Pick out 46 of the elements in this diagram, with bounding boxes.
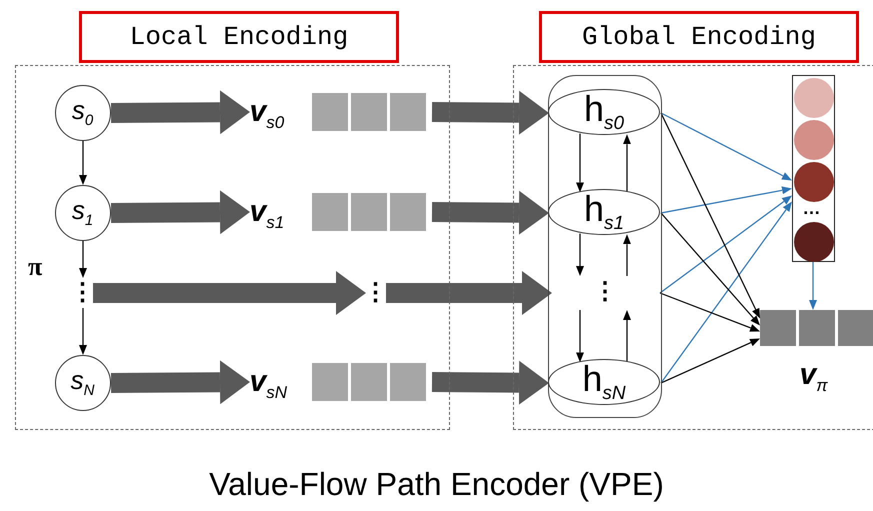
arrow bbox=[660, 112, 792, 180]
arrow bbox=[660, 195, 792, 294]
state-node: s$_{0}$ bbox=[54, 84, 110, 140]
arrow bbox=[660, 212, 760, 326]
arrow bbox=[623, 234, 631, 276]
block-arrow bbox=[93, 271, 366, 315]
arrow bbox=[576, 310, 584, 362]
state-node: s$_{1}$ bbox=[54, 184, 110, 240]
vector-label: v$_{s0}$ bbox=[250, 94, 284, 134]
vector-label: v$_{π}$ bbox=[800, 356, 828, 396]
arrow bbox=[576, 234, 584, 276]
ellipsis: … bbox=[802, 198, 820, 218]
block-arrow bbox=[432, 190, 549, 235]
arrow bbox=[79, 141, 87, 185]
vector-label: v$_{sN}$ bbox=[250, 364, 287, 404]
arrow bbox=[79, 308, 87, 355]
section-title: Global Encoding bbox=[539, 11, 859, 63]
arrow bbox=[660, 186, 792, 214]
arrow bbox=[623, 310, 631, 362]
block-arrow bbox=[110, 190, 250, 234]
ellipsis: ⋮ bbox=[593, 280, 617, 304]
cylinder-outline bbox=[548, 74, 662, 418]
arrow bbox=[576, 134, 584, 192]
hidden-state-node: h$_{s1}$ bbox=[548, 189, 660, 235]
block-arrow bbox=[432, 360, 549, 405]
arrow bbox=[660, 112, 760, 318]
arrow bbox=[809, 262, 817, 310]
arrow bbox=[79, 241, 87, 278]
block-arrow bbox=[432, 90, 549, 135]
caption: Value-Flow Path Encoder (VPE) bbox=[208, 466, 665, 503]
block-arrow bbox=[110, 360, 250, 404]
arrow bbox=[623, 134, 631, 192]
ellipsis: ⋮ bbox=[364, 280, 388, 304]
state-node: s$_{N}$ bbox=[54, 354, 110, 410]
arrow bbox=[660, 202, 792, 384]
block-arrow bbox=[110, 90, 250, 134]
section-title: Local Encoding bbox=[79, 11, 399, 63]
attention-column bbox=[792, 74, 834, 262]
hidden-state-node: h$_{s0}$ bbox=[548, 89, 660, 135]
block-arrow bbox=[386, 271, 552, 315]
arrow bbox=[660, 338, 760, 384]
hidden-state-node: h$_{sN}$ bbox=[548, 359, 660, 405]
symbol-label: π bbox=[28, 252, 42, 282]
vector-label: v$_{s1}$ bbox=[250, 194, 284, 234]
arrow bbox=[660, 292, 760, 332]
ellipsis: ⋮ bbox=[70, 280, 94, 304]
